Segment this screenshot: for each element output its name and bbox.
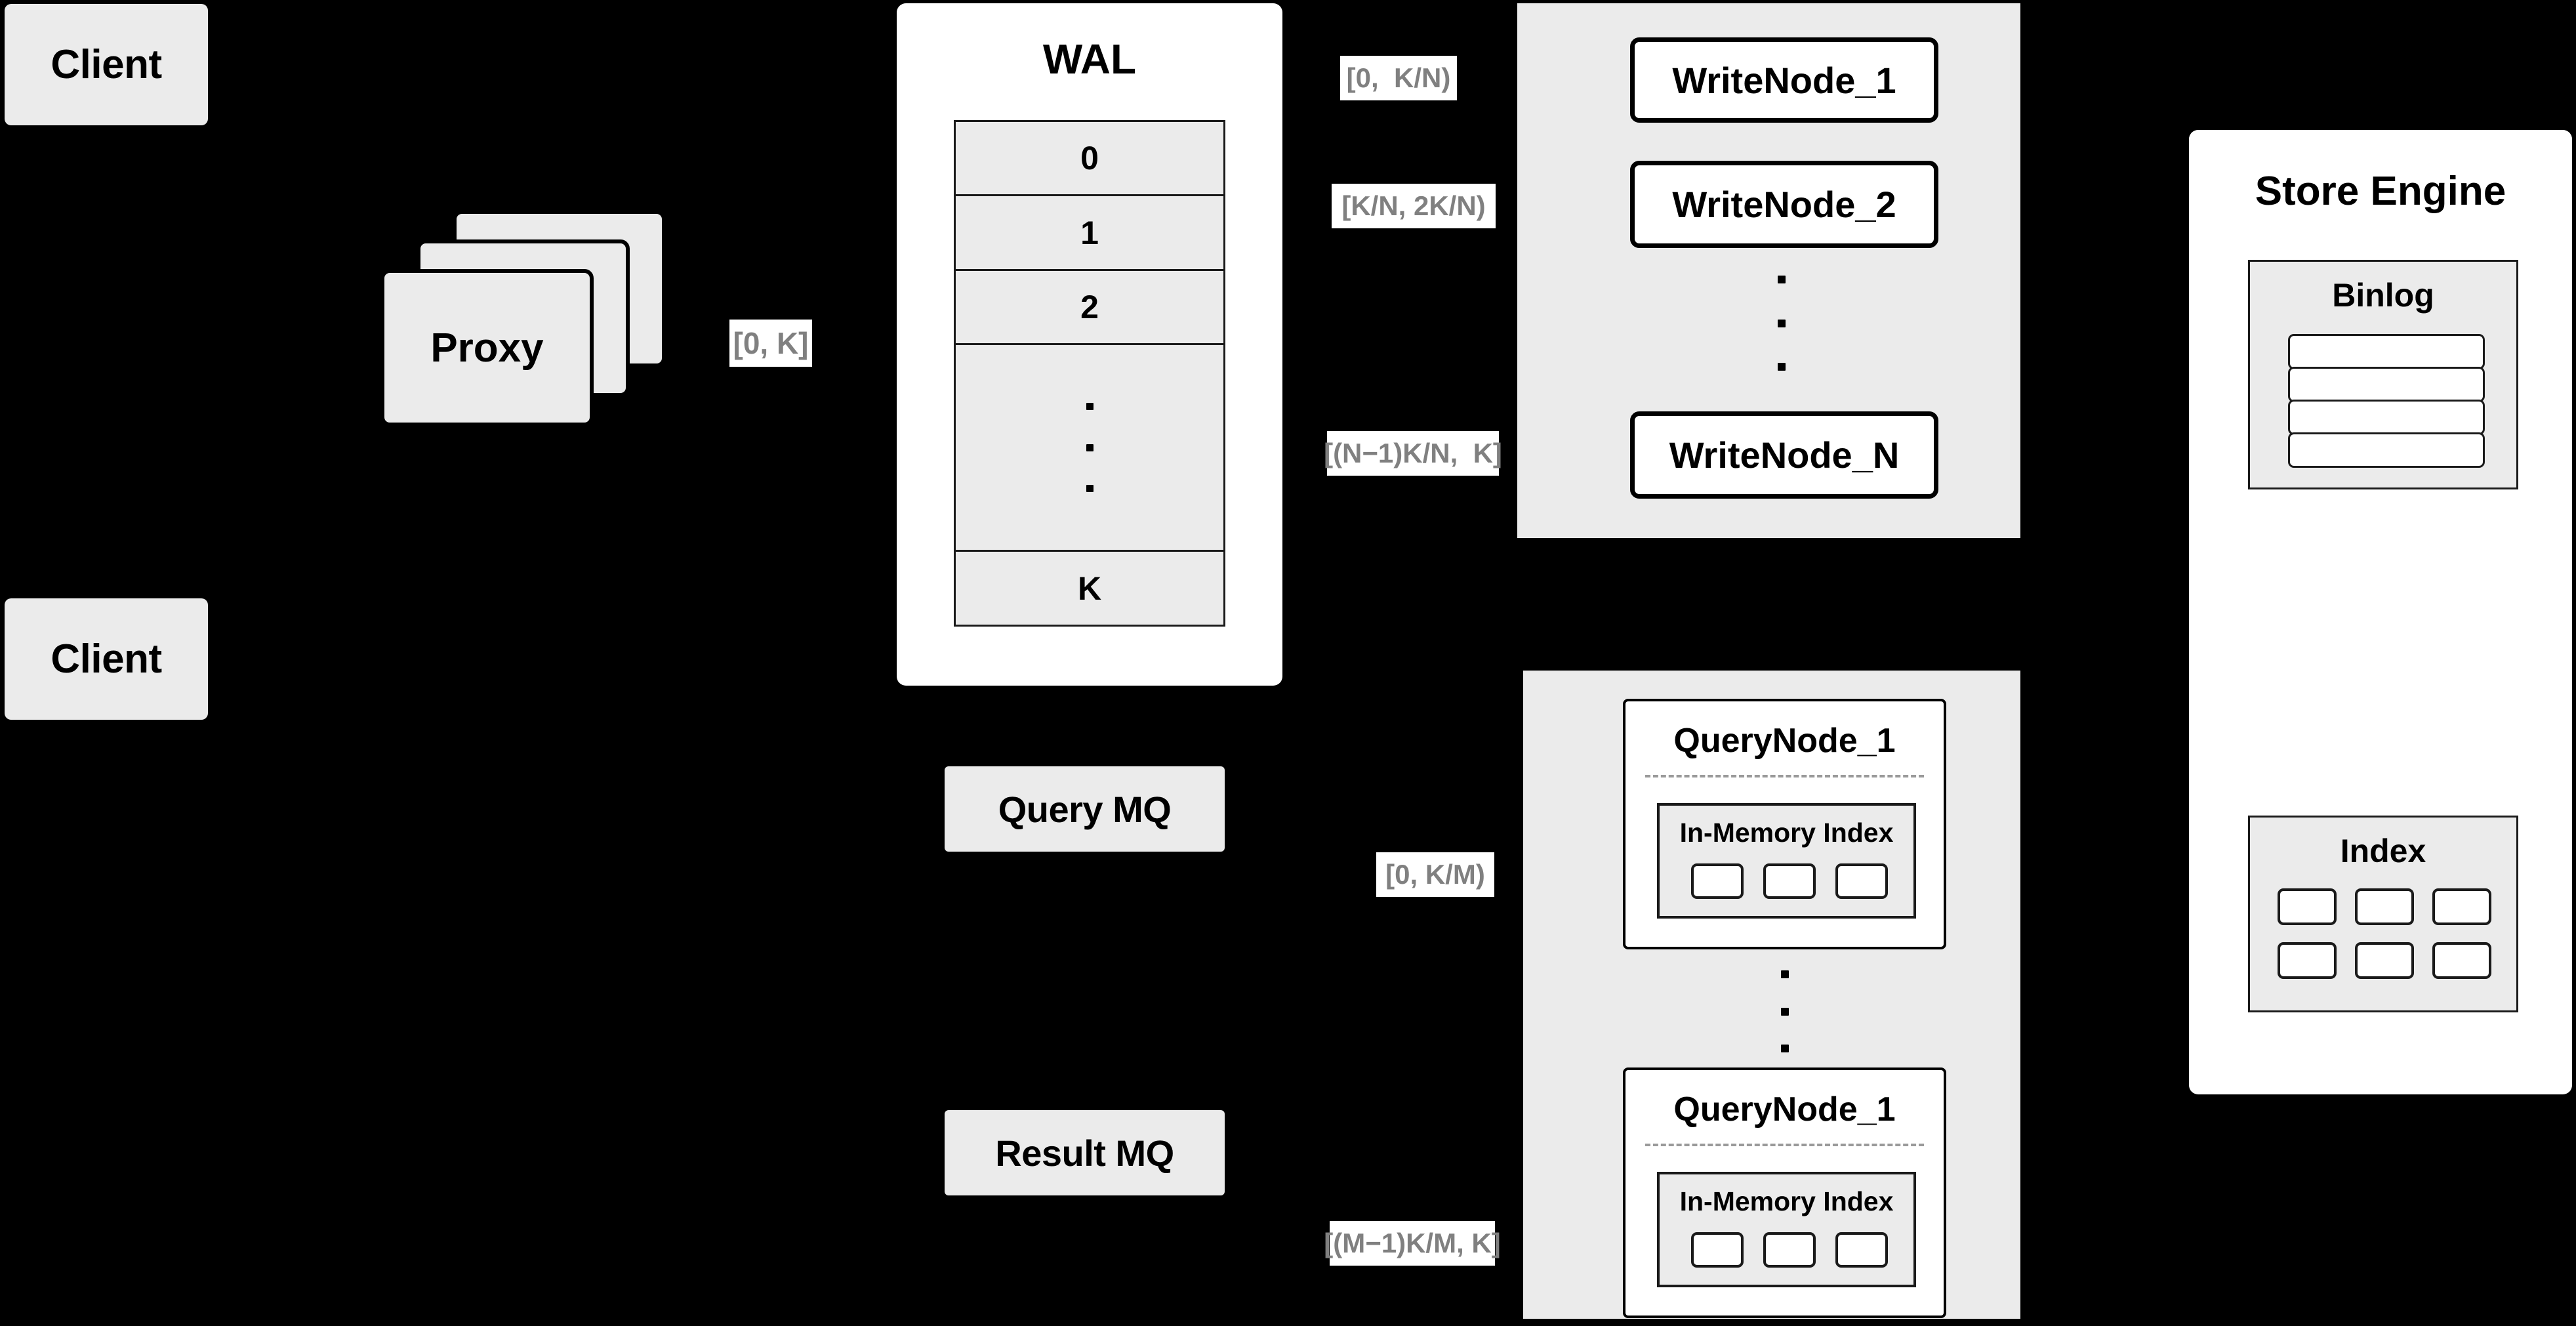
wal-row-2: 2 bbox=[954, 269, 1225, 343]
query-node-m-index-cell-3[interactable] bbox=[1835, 1232, 1888, 1268]
range-label-writenode-1: [0, K/N) bbox=[1340, 56, 1457, 100]
index-cell-r1c1[interactable] bbox=[2278, 888, 2337, 925]
proxy-stack[interactable]: Proxy bbox=[380, 210, 676, 440]
query-node-m-separator bbox=[1645, 1144, 1924, 1146]
binlog-row-2[interactable] bbox=[2288, 367, 2485, 402]
write-node-1-label: WriteNode_1 bbox=[1672, 59, 1896, 101]
range-label-writenode-2-text: [K/N, 2K/N) bbox=[1341, 190, 1486, 221]
write-node-1[interactable]: WriteNode_1 bbox=[1630, 37, 1938, 123]
write-cluster-vertical-ellipsis bbox=[1777, 276, 1786, 371]
query-node-1-in-memory-index-title: In-Memory Index bbox=[1679, 818, 1894, 848]
wal-row-0-label: 0 bbox=[1080, 140, 1099, 176]
query-mq-box[interactable]: Query MQ bbox=[945, 766, 1225, 852]
query-node-1-separator bbox=[1645, 775, 1924, 777]
range-label-querynode-1: [0, K/M) bbox=[1376, 852, 1494, 897]
write-node-cluster: WriteNode_1 WriteNode_2 WriteNode_N bbox=[1517, 3, 2020, 538]
wal-row-1-label: 1 bbox=[1080, 214, 1099, 251]
binlog-row-3[interactable] bbox=[2288, 400, 2485, 435]
range-label-proxy-to-wal: [0, K] bbox=[729, 320, 812, 367]
range-label-writenode-2: [K/N, 2K/N) bbox=[1332, 184, 1496, 228]
query-node-m[interactable]: QueryNode_1 In-Memory Index bbox=[1623, 1067, 1946, 1318]
index-cell-r2c2[interactable] bbox=[2355, 942, 2414, 979]
query-node-m-in-memory-index: In-Memory Index bbox=[1657, 1172, 1916, 1287]
index-title: Index bbox=[2340, 833, 2426, 869]
wal-vertical-ellipsis bbox=[1085, 403, 1094, 492]
range-label-querynode-m: [(M−1)K/M, K] bbox=[1324, 1221, 1501, 1266]
range-label-writenode-n: [(N−1)K/N, K] bbox=[1324, 431, 1502, 476]
write-node-2[interactable]: WriteNode_2 bbox=[1630, 161, 1938, 248]
query-cluster-vertical-ellipsis bbox=[1780, 970, 1789, 1052]
client-label-2: Client bbox=[51, 636, 162, 682]
index-cell-r1c3[interactable] bbox=[2432, 888, 2491, 925]
index-cell-r2c1[interactable] bbox=[2278, 942, 2337, 979]
query-node-1-in-memory-index: In-Memory Index bbox=[1657, 803, 1916, 919]
wal-row-K-label: K bbox=[1077, 570, 1102, 607]
wal-row-K: K bbox=[954, 550, 1225, 627]
range-label-proxy-to-wal-text: [0, K] bbox=[733, 326, 809, 360]
proxy-card-front[interactable]: Proxy bbox=[380, 269, 594, 426]
write-node-n-label: WriteNode_N bbox=[1669, 434, 1900, 476]
wal-row-ellipsis bbox=[954, 343, 1225, 550]
binlog-section: Binlog bbox=[2248, 260, 2518, 489]
query-node-1[interactable]: QueryNode_1 In-Memory Index bbox=[1623, 699, 1946, 949]
query-node-cluster: QueryNode_1 In-Memory Index QueryNode_1 … bbox=[1523, 671, 2020, 1319]
binlog-title: Binlog bbox=[2332, 277, 2434, 314]
wal-entry-table: 0 1 2 K bbox=[954, 120, 1225, 627]
range-label-querynode-1-text: [0, K/M) bbox=[1385, 859, 1485, 890]
client-label-1: Client bbox=[51, 42, 162, 87]
proxy-label: Proxy bbox=[430, 325, 544, 371]
query-mq-label: Query MQ bbox=[998, 788, 1172, 830]
range-label-writenode-n-text: [(N−1)K/N, K] bbox=[1324, 438, 1502, 468]
wal-row-1: 1 bbox=[954, 194, 1225, 269]
index-section: Index bbox=[2248, 816, 2518, 1012]
query-node-m-title: QueryNode_1 bbox=[1673, 1090, 1896, 1129]
result-mq-box[interactable]: Result MQ bbox=[945, 1110, 1225, 1195]
range-label-writenode-1-text: [0, K/N) bbox=[1346, 62, 1451, 93]
store-engine-panel: Store Engine Binlog Index bbox=[2189, 130, 2572, 1094]
wal-title: WAL bbox=[1042, 35, 1137, 83]
client-box-1[interactable]: Client bbox=[5, 4, 208, 125]
wal-panel: WAL 0 1 2 K bbox=[897, 3, 1282, 686]
write-node-2-label: WriteNode_2 bbox=[1672, 184, 1896, 225]
result-mq-label: Result MQ bbox=[995, 1132, 1174, 1174]
query-node-m-index-cell-2[interactable] bbox=[1763, 1232, 1816, 1268]
write-node-n[interactable]: WriteNode_N bbox=[1630, 411, 1938, 499]
query-node-1-title: QueryNode_1 bbox=[1673, 722, 1896, 760]
wal-row-2-label: 2 bbox=[1080, 289, 1099, 325]
query-node-m-in-memory-index-title: In-Memory Index bbox=[1679, 1186, 1894, 1216]
query-node-1-index-cell-1[interactable] bbox=[1691, 863, 1744, 899]
range-label-querynode-m-text: [(M−1)K/M, K] bbox=[1324, 1228, 1501, 1258]
binlog-row-1[interactable] bbox=[2288, 334, 2485, 369]
client-box-2[interactable]: Client bbox=[5, 598, 208, 720]
wal-row-0: 0 bbox=[954, 120, 1225, 194]
index-cell-r1c2[interactable] bbox=[2355, 888, 2414, 925]
binlog-row-4[interactable] bbox=[2288, 432, 2485, 468]
index-cell-r2c3[interactable] bbox=[2432, 942, 2491, 979]
query-node-m-index-cell-1[interactable] bbox=[1691, 1232, 1744, 1268]
store-engine-title: Store Engine bbox=[2255, 169, 2506, 214]
query-node-1-index-cell-2[interactable] bbox=[1763, 863, 1816, 899]
query-node-1-index-cell-3[interactable] bbox=[1835, 863, 1888, 899]
